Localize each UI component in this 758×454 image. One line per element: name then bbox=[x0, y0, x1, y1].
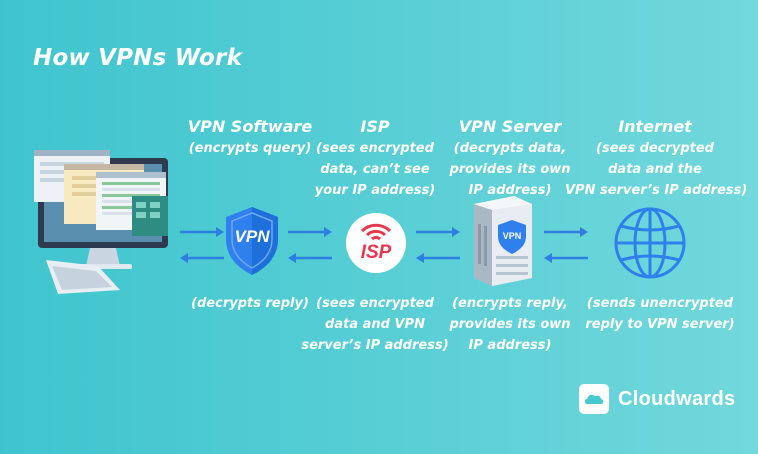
isp-wifi-badge-icon: ISP bbox=[345, 212, 407, 274]
internet-reply-caption: (sends unencrypted reply to VPN server) bbox=[575, 293, 745, 335]
arrow-right-icon bbox=[180, 227, 224, 237]
arrow-left-icon bbox=[544, 253, 588, 263]
arrow-left-icon bbox=[180, 253, 224, 263]
vpn-shield-label: VPN bbox=[234, 227, 270, 246]
vpn-software-reply-caption: (decrypts reply) bbox=[180, 293, 320, 314]
globe-icon bbox=[614, 207, 686, 279]
arrow-left-icon bbox=[288, 253, 332, 263]
arrows-computer-vpn bbox=[180, 227, 224, 263]
internet-reply-note-2: reply to VPN server) bbox=[585, 317, 735, 332]
brand-name: Cloudwards bbox=[618, 387, 736, 410]
arrows-vpn-isp bbox=[288, 227, 332, 263]
arrow-right-icon bbox=[288, 227, 332, 237]
arrow-right-icon bbox=[416, 227, 460, 237]
vpn-software-reply-note: (decrypts reply) bbox=[191, 296, 309, 311]
vpn-server-reply-note-3: IP address) bbox=[468, 338, 552, 353]
cloud-logo-icon bbox=[579, 384, 609, 414]
vpn-server-caption: VPN Server (decrypts data, provides its … bbox=[435, 116, 585, 201]
internet-heading: Internet bbox=[618, 117, 692, 136]
isp-reply-note-3: server’s IP address) bbox=[301, 338, 449, 353]
vpn-software-query-note: (encrypts query) bbox=[188, 141, 312, 156]
vpn-server-heading: VPN Server bbox=[458, 117, 562, 136]
internet-query-note-3: VPN server’s IP address) bbox=[565, 183, 748, 198]
isp-badge-label: ISP bbox=[360, 242, 392, 263]
vpn-server-query-note-1: (decrypts data, bbox=[453, 141, 567, 156]
arrows-server-internet bbox=[544, 227, 588, 263]
vpn-software-heading: VPN Software bbox=[187, 117, 313, 136]
page-title: How VPNs Work bbox=[33, 45, 243, 71]
internet-caption: Internet (sees decrypted data and the VP… bbox=[565, 116, 748, 201]
vpn-server-reply-note-2: provides its own bbox=[449, 317, 571, 332]
isp-reply-caption: (sees encrypted data and VPN server’s IP… bbox=[295, 293, 455, 356]
desktop-computer-icon bbox=[34, 150, 168, 294]
vpn-server-icon: VPN bbox=[466, 194, 536, 286]
vpn-server-reply-caption: (encrypts reply, provides its own IP add… bbox=[435, 293, 585, 356]
isp-caption: ISP (sees encrypted data, can’t see your… bbox=[300, 116, 450, 201]
brand-logo: Cloudwards bbox=[579, 384, 735, 414]
vpn-server-badge-label: VPN bbox=[502, 231, 522, 241]
vpn-server-query-note-2: provides its own bbox=[449, 162, 571, 177]
isp-query-note-1: (sees encrypted bbox=[316, 141, 434, 156]
arrow-left-icon bbox=[416, 253, 460, 263]
internet-query-note-1: (sees decrypted bbox=[596, 141, 714, 156]
isp-query-note-2: data, can’t see bbox=[320, 162, 430, 177]
arrows-isp-server bbox=[416, 227, 460, 263]
vpn-software-caption: VPN Software (encrypts query) bbox=[180, 116, 320, 159]
vpn-server-reply-note-1: (encrypts reply, bbox=[452, 296, 568, 311]
isp-reply-note-2: data and VPN bbox=[325, 317, 425, 332]
isp-heading: ISP bbox=[360, 117, 390, 136]
internet-reply-note-1: (sends unencrypted bbox=[586, 296, 734, 311]
vpn-server-query-note-3: IP address) bbox=[468, 183, 552, 198]
isp-query-note-3: your IP address) bbox=[314, 183, 436, 198]
vpn-shield-icon: VPN bbox=[222, 205, 282, 277]
internet-query-note-2: data and the bbox=[608, 162, 702, 177]
isp-reply-note-1: (sees encrypted bbox=[316, 296, 434, 311]
arrow-right-icon bbox=[544, 227, 588, 237]
